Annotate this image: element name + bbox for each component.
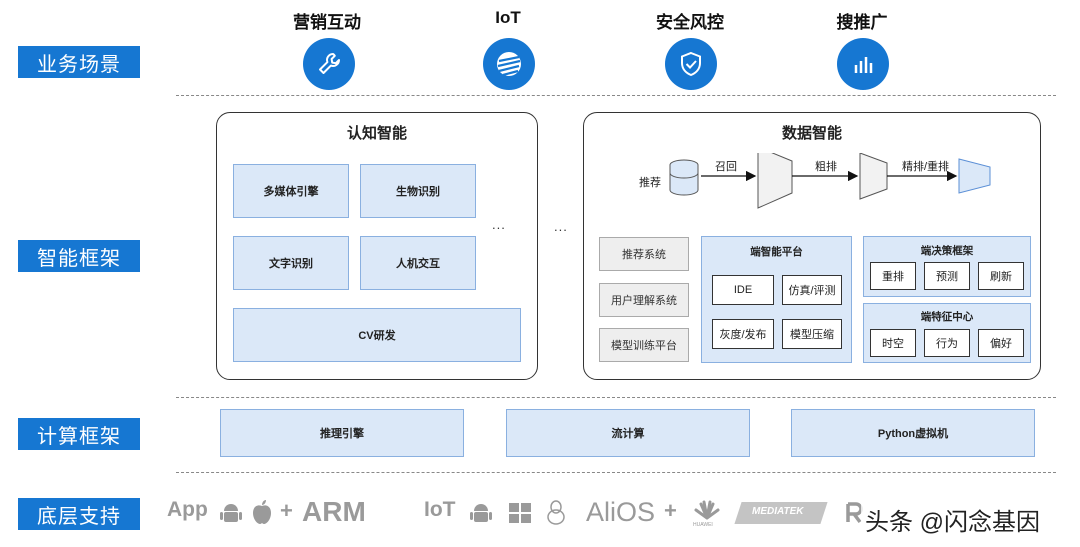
watermark: 头条 @闪念基因 [861, 502, 1045, 537]
fine-label: 精排/重排 [902, 161, 950, 173]
edge-platform-item: IDE [712, 275, 774, 305]
cognitive-item: 生物识别 [360, 164, 476, 218]
system-item: 用户理解系统 [599, 283, 689, 317]
pipeline-input-label: 推荐 [639, 177, 661, 189]
bar-chart-icon [837, 38, 889, 90]
section-label-business: 业务场景 [18, 46, 140, 78]
scenario-title-iot: IoT [495, 8, 521, 27]
linux-icon [547, 500, 565, 525]
scenario-title-marketing: 营销互动 [293, 13, 361, 32]
edge-platform-title: 端智能平台 [750, 246, 803, 258]
compute-item: 推理引擎 [220, 409, 464, 457]
data-intel-title: 数据智能 [781, 125, 842, 142]
edge-decision-item: 重排 [870, 262, 916, 290]
apple-icon [253, 500, 271, 524]
mediatek-logo: MEDIATEK [752, 506, 804, 517]
system-item: 模型训练平台 [599, 328, 689, 362]
ellipsis: ... [554, 219, 568, 234]
edge-feature-item: 行为 [924, 329, 970, 357]
android-icon [220, 504, 242, 522]
fine-funnel [958, 158, 991, 194]
edge-feature-item: 偏好 [978, 329, 1024, 357]
arm-logo: ARM [302, 496, 366, 527]
edge-platform-item: 仿真/评测 [782, 275, 842, 305]
edge-platform-item: 灰度/发布 [712, 319, 774, 349]
edge-feature-group: 端特征中心 时空 行为 偏好 [863, 303, 1031, 363]
section-label-foundation: 底层支持 [18, 498, 140, 530]
globe-stripes-icon [483, 38, 535, 90]
edge-decision-group: 端决策框架 重排 预测 刷新 [863, 236, 1031, 297]
divider [176, 472, 1056, 473]
ellipsis: ... [492, 217, 506, 232]
compute-item: Python虚拟机 [791, 409, 1035, 457]
divider [176, 95, 1056, 96]
app-logo: App [167, 498, 208, 521]
edge-platform-item: 模型压缩 [782, 319, 842, 349]
recall-funnel [757, 153, 793, 209]
cognitive-item: 文字识别 [233, 236, 349, 290]
database-icon [669, 159, 699, 196]
cognitive-item: 人机交互 [360, 236, 476, 290]
huawei-text: HUAWEI [693, 522, 713, 528]
partial-logo-icon [846, 502, 863, 524]
cognitive-panel: 认知智能 多媒体引擎 生物识别 文字识别 人机交互 CV研发 ... [216, 112, 538, 380]
plus-sign: + [280, 498, 293, 523]
pipeline-flow [701, 153, 991, 209]
divider [176, 397, 1056, 398]
cognitive-cv-item: CV研发 [233, 308, 521, 362]
alios-logo: AliOS [586, 497, 656, 527]
section-label-intelligence: 智能框架 [18, 240, 140, 272]
shield-check-icon [665, 38, 717, 90]
scenario-title-search-ads: 搜推广 [836, 13, 888, 32]
windows-icon [509, 503, 531, 523]
huawei-flower-icon [694, 500, 720, 520]
edge-feature-title: 端特征中心 [920, 311, 974, 323]
wrench-icon [303, 38, 355, 90]
edge-decision-item: 预测 [924, 262, 970, 290]
data-intel-panel: 数据智能 推荐 召回 粗排 精排/重排 推荐系统 用户理解系统 模型训练平台 端… [583, 112, 1041, 380]
recall-label: 召回 [715, 161, 737, 173]
coarse-funnel [859, 153, 888, 200]
edge-decision-item: 刷新 [978, 262, 1024, 290]
cognitive-item: 多媒体引擎 [233, 164, 349, 218]
iot-logo: IoT [424, 498, 456, 521]
edge-feature-item: 时空 [870, 329, 916, 357]
scenario-title-security: 安全风控 [656, 13, 724, 32]
system-item: 推荐系统 [599, 237, 689, 271]
coarse-label: 粗排 [815, 161, 837, 173]
edge-platform-group: 端智能平台 IDE 仿真/评测 灰度/发布 模型压缩 [701, 236, 852, 363]
edge-decision-title: 端决策框架 [920, 245, 974, 257]
plus-sign: + [664, 498, 677, 523]
compute-item: 流计算 [506, 409, 750, 457]
android-icon [470, 504, 492, 522]
cognitive-title: 认知智能 [346, 125, 407, 142]
section-label-compute: 计算框架 [18, 418, 140, 450]
